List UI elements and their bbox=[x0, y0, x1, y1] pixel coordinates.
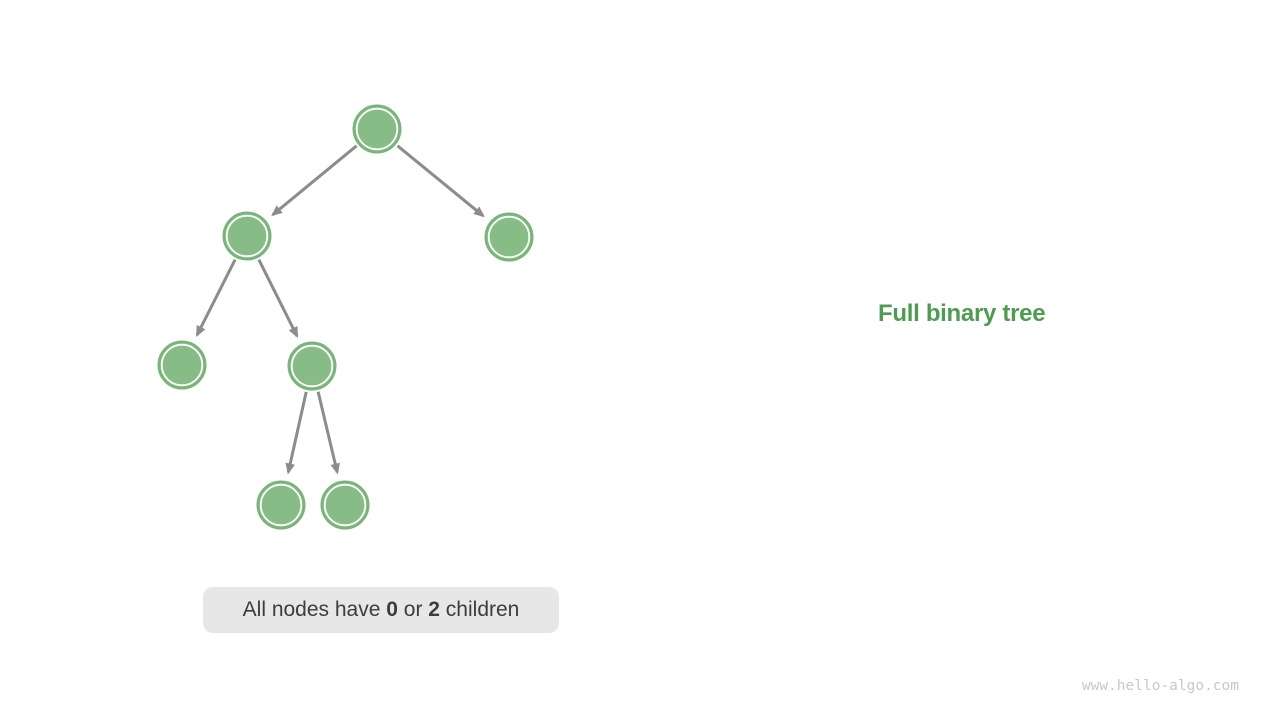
tree-node-circle bbox=[352, 104, 402, 154]
tree-edge-root-to-l2-left bbox=[271, 144, 358, 217]
tree-node-inner-ring bbox=[487, 215, 531, 259]
tree-node-inner-ring bbox=[323, 483, 367, 527]
tree-node-l2-left bbox=[222, 211, 272, 261]
tree-node-l4-left bbox=[256, 480, 306, 530]
caption-bold-number: 0 bbox=[386, 598, 398, 621]
tree-edge-l3-mid-to-l4-right bbox=[316, 391, 340, 475]
tree-node-l4-right bbox=[320, 480, 370, 530]
tree-node-l3-left bbox=[157, 340, 207, 390]
caption-box: All nodes have 0 or 2 children bbox=[203, 587, 559, 633]
watermark-url: www.hello-algo.com bbox=[1081, 678, 1239, 694]
tree-node-circle bbox=[157, 340, 207, 390]
tree-node-l3-mid bbox=[287, 341, 337, 391]
caption-text: All nodes have 0 or 2 children bbox=[243, 598, 520, 622]
tree-node-circle bbox=[287, 341, 337, 391]
tree-node-root bbox=[352, 104, 402, 154]
tree-node-circle bbox=[222, 211, 272, 261]
tree-edge-l2-left-to-l3-mid bbox=[257, 259, 299, 339]
tree-node-inner-ring bbox=[259, 483, 303, 527]
tree-node-inner-ring bbox=[355, 107, 399, 151]
caption-plain-text: children bbox=[439, 598, 520, 621]
caption-bold-number: 2 bbox=[428, 598, 440, 621]
tree-node-circle bbox=[256, 480, 306, 530]
figure-title: Full binary tree bbox=[878, 300, 1046, 327]
tree-node-circle bbox=[320, 480, 370, 530]
tree-node-l2-right bbox=[484, 212, 534, 262]
tree-edge-l2-left-to-l3-left bbox=[195, 258, 237, 338]
tree-edge-l3-mid-to-l4-left bbox=[285, 391, 308, 475]
caption-plain-text: or bbox=[397, 598, 429, 621]
tree-node-inner-ring bbox=[160, 343, 204, 387]
tree-edge-root-to-l2-right bbox=[396, 144, 485, 218]
tree-node-inner-ring bbox=[225, 214, 269, 258]
tree-node-inner-ring bbox=[290, 344, 334, 388]
tree-node-circle bbox=[484, 212, 534, 262]
caption-plain-text: All nodes have bbox=[242, 598, 387, 621]
